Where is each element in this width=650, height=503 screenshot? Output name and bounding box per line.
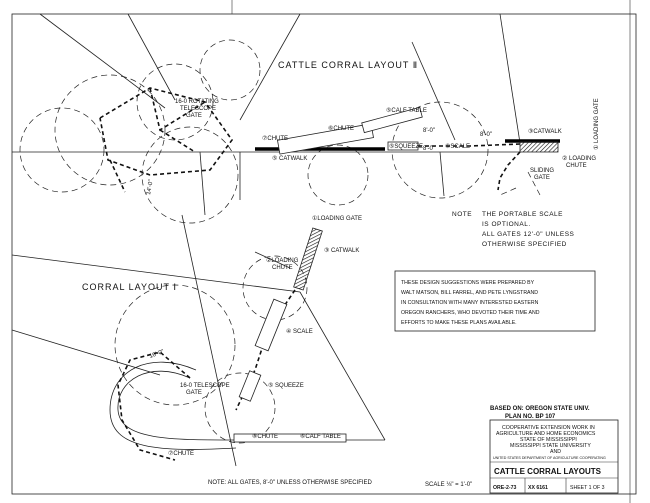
dim-c: 8'-0" <box>480 132 492 138</box>
footer-note: NOTE: ALL GATES, 8'-0" UNLESS OTHERWISE … <box>208 480 373 486</box>
title-block-sheet: SHEET 1 OF 3 <box>570 485 605 491</box>
label-loading-chute-2: CHUTE <box>566 163 587 169</box>
label-loading-chute-1: ② LOADING <box>562 155 596 162</box>
ext-5: AND <box>550 449 561 455</box>
l1-chute-8: ⑧CHUTE <box>252 433 278 440</box>
label-rotating-gate-1: 16-0 ROTATING <box>175 99 219 105</box>
label-rotating-gate-2: TELESCOPE <box>180 106 216 112</box>
label-sliding-gate-2: GATE <box>534 175 550 181</box>
l1-catwalk: ③ CATWALK <box>324 247 359 254</box>
label-loading-gate: ① LOADING GATE <box>593 98 600 150</box>
l1-loading-gate: ①LOADING GATE <box>312 215 362 222</box>
credits-line-3: IN CONSULTATION WITH MANY INTERESTED EAS… <box>401 300 539 306</box>
layout-2-title: CATTLE CORRAL LAYOUT Ⅱ <box>278 60 418 70</box>
note-line-3: ALL GATES 12'-0" UNLESS <box>482 231 575 238</box>
dim-b: 8'-0" <box>423 146 435 152</box>
label-catwalk-5: ⑤ CATWALK <box>272 155 307 162</box>
based-on-2: PLAN NO. BP 107 <box>505 414 556 420</box>
layout-1-diagram <box>11 214 386 467</box>
label-sliding-gate-1: SLIDING <box>530 168 554 174</box>
ext-6: UNITED STATES DEPARTMENT OF AGRICULTURE … <box>493 456 606 460</box>
dim-a: 8'-0" <box>423 128 435 134</box>
credits-line-5: EFFORTS TO MAKE THESE PLANS AVAILABLE. <box>401 320 517 326</box>
l1-loading-chute-2: CHUTE <box>272 265 293 271</box>
ext-4: MISSISSIPPI STATE UNIVERSITY <box>510 443 591 449</box>
label-scale: ⑥SCALE <box>445 143 470 150</box>
based-on-1: BASED ON: OREGON STATE UNIV. <box>490 406 590 412</box>
l1-squeeze: ⑤ SQUEEZE <box>268 382 304 389</box>
l1-loading-chute-1: ②LOADING <box>266 257 299 264</box>
note-line-4: OTHERWISE SPECIFIED <box>482 241 567 248</box>
label-chute-7: ⑦CHUTE <box>262 135 288 142</box>
ext-1: COOPERATIVE EXTENSION WORK IN <box>502 425 595 431</box>
label-calf-table: ⑤CALF TABLE <box>386 107 427 114</box>
title-block-plan: XX 6161 <box>528 485 548 491</box>
label-rotating-gate-3: GATE <box>186 113 202 119</box>
layout-2-diagram <box>12 13 560 224</box>
l1-scale: ④ SCALE <box>286 328 313 335</box>
scale-note: SCALE ⅛" = 1'-0" <box>425 482 472 488</box>
dim-d: 14'-0" <box>146 179 155 195</box>
l1-telescope-gate-1: 16-0 TELESCOPE <box>180 383 230 389</box>
note-line-1: THE PORTABLE SCALE <box>482 211 563 218</box>
l1-telescope-gate-2: GATE <box>186 390 202 396</box>
label-squeeze: ⑤SQUEEZE <box>389 143 423 150</box>
l1-dim: 16'-0" <box>149 349 165 360</box>
title-block-title: CATTLE CORRAL LAYOUTS <box>494 467 602 476</box>
label-chute-6: ⑥CHUTE <box>328 125 354 132</box>
note-line-2: IS OPTIONAL. <box>482 221 531 228</box>
ext-3: STATE OF MISSISSIPPI <box>520 437 577 443</box>
l1-calf-table: ⑥CALF TABLE <box>300 433 341 440</box>
layout-1-title: CORRAL LAYOUT Ⅰ <box>82 282 177 292</box>
title-block-date: ORE-2-73 <box>493 485 516 491</box>
ext-2: AGRICULTURE AND HOME ECONOMICS <box>496 431 596 437</box>
credits-line-4: OREGON RANCHERS, WHO DEVOTED THEIR TIME … <box>401 310 540 316</box>
sheet-border <box>11 13 637 495</box>
label-catwalk-3: ③CATWALK <box>528 128 562 135</box>
l1-chute-7: ⑦CHUTE <box>168 450 194 457</box>
note-label: NOTE <box>452 211 472 218</box>
credits-line-1: THESE DESIGN SUGGESTIONS WERE PREPARED B… <box>401 280 535 286</box>
title-block: BASED ON: OREGON STATE UNIV. PLAN NO. BP… <box>489 406 619 494</box>
credits-box: THESE DESIGN SUGGESTIONS WERE PREPARED B… <box>394 270 596 332</box>
credits-line-2: WALT MATSON, BILL FARREL, AND PETE LYNGS… <box>401 290 538 296</box>
